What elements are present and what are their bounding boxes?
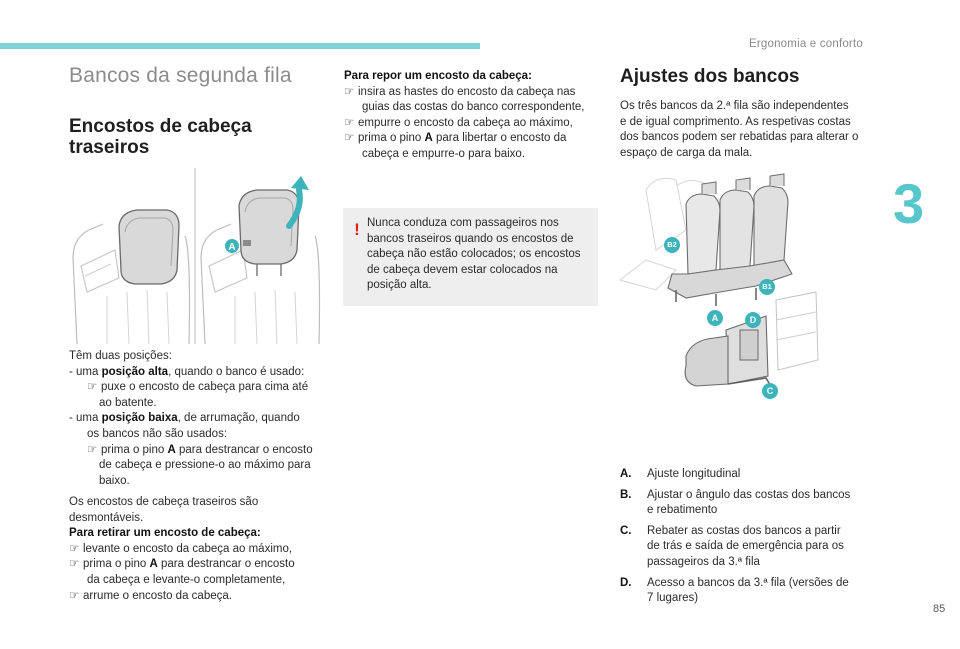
page-number: 85 [933,603,946,615]
position-low-step: ☞prima o pino A para destrancar o encost… [69,443,329,459]
warning-line: bancos traseiros quando os encostos de [367,232,574,245]
legend-key: D. [620,576,632,589]
adjustments-title: Ajustes dos bancos [620,66,800,87]
refit-step-cont: cabeça e empurre-o para baixo. [362,147,526,160]
legend-text: passageiros da 3.ª fila [647,555,760,568]
remove-step: ☞prima o pino A para destrancar o encost… [69,557,329,573]
seat-adjust-illustration [616,170,822,405]
section-subtitle: Encostos de cabeça traseiros [69,116,329,158]
legend-text: de trás e saída de emergência para os [647,540,844,553]
warning-line: cabeça não estão colocados; os encostos [367,248,581,261]
remove-step-cont: da cabeça e levante-o completamente, [87,573,286,586]
refit-title: Para repor um encosto da cabeça: [344,70,532,82]
legend-text: Rebater as costas dos bancos a partir [647,524,841,537]
legend-text: Ajuste longitudinal [647,468,741,480]
pointing-finger-icon: ☞ [344,116,355,129]
legend-text: Acesso a bancos da 3.ª fila (versões de [647,576,849,589]
headrest-illustration: A [67,166,323,345]
position-high: - uma posição alta, quando o banco é usa… [69,365,305,378]
adjustments-intro: Os três bancos da 2.ª fila são independe… [620,99,880,161]
position-low: - uma posição baixa, de arrumação, quand… [69,412,300,425]
position-high-step-cont: ao batente. [99,396,157,409]
legend-text: Ajustar o ângulo das costas dos bancos [647,488,851,501]
legend-text: 7 lugares) [647,592,699,605]
warning-exclamation-icon: ! [354,220,360,239]
legend-item: B. Ajustar o ângulo das costas dos bancos… [620,488,880,519]
positions-text: Têm duas posições: - uma posição alta, q… [69,349,329,489]
legend-item: A. Ajuste longitudinal [620,467,880,483]
position-low-cont: os bancos não são usados: [87,427,228,440]
legend-item: D. Acesso a bancos da 3.ª fila (versões d… [620,576,880,607]
subtitle-line: Encostos de cabeça [69,116,252,137]
callout-a: A [228,242,235,253]
chapter-title: Ergonomia e conforto [749,38,863,50]
header-accent-bar [0,43,480,49]
chapter-number: 3 [893,172,925,235]
section-title: Bancos da segunda fila [69,64,292,87]
intro-line: dos bancos podem ser rebatidas para alte… [620,131,859,144]
pointing-finger-icon: ☞ [344,85,355,98]
warning-line: posição alta. [367,279,432,292]
callout-badge-b1: B1 [759,279,775,295]
callout-badge-b2: B2 [664,237,680,253]
pointing-finger-icon: ☞ [344,132,355,145]
remove-text: Os encostos de cabeça traseiros são desm… [69,495,329,604]
pointing-finger-icon: ☞ [87,443,98,456]
seat-drawing [618,173,819,389]
remove-title: Para retirar um encosto de cabeça: [69,527,261,540]
warning-text: Nunca conduza com passageiros nos bancos… [367,216,592,294]
position-low-step-cont: baixo. [99,474,130,487]
refit-step: ☞insira as hastes do encosto da cabeça n… [344,85,604,101]
pointing-finger-icon: ☞ [87,381,98,394]
refit-step: ☞empurre o encosto da cabeça ao máximo, [344,116,604,132]
refit-step-cont: guias das costas do banco correspondente… [362,101,585,114]
remove-step: ☞arrume o encosto da cabeça. [69,589,329,605]
warning-box: ! Nunca conduza com passageiros nos banc… [343,208,598,306]
legend-text: e rebatimento [647,504,718,517]
legend-key: C. [620,524,632,537]
callout-badge-a: A [707,310,723,326]
subtitle-line: traseiros [69,137,150,158]
positions-intro: Têm duas posições: [69,350,172,362]
pointing-finger-icon: ☞ [69,558,80,571]
callout-badge-d: D [745,312,761,328]
intro-line: Os três bancos da 2.ª fila são independe… [620,100,849,112]
legend-key: A. [620,468,632,480]
callout-badge-c: C [762,383,778,399]
removable-line: Os encostos de cabeça traseiros são [69,496,259,508]
refit-step: ☞prima o pino A para libertar o encosto … [344,131,604,147]
warning-line: Nunca conduza com passageiros nos [367,217,559,229]
position-high-step: ☞puxe o encosto de cabeça para cima até [69,380,329,396]
pointing-finger-icon: ☞ [69,542,80,555]
intro-line: e de igual comprimento. As respetivas co… [620,115,851,128]
removable-line: desmontáveis. [69,511,144,524]
intro-line: espaço de carga da mala. [620,146,753,159]
legend-item: C. Rebater as costas dos bancos a partir d… [620,524,880,571]
position-low-step-cont: de cabeça e pressione-o ao máximo para [99,459,311,472]
warning-line: de cabeça devem estar colocados na [367,263,558,276]
legend-key: B. [620,488,632,501]
remove-step: ☞levante o encosto da cabeça ao máximo, [69,542,329,558]
headrest-drawing: A [72,168,321,345]
pointing-finger-icon: ☞ [69,589,80,602]
refit-text: Para repor um encosto da cabeça: ☞insira… [344,69,604,163]
